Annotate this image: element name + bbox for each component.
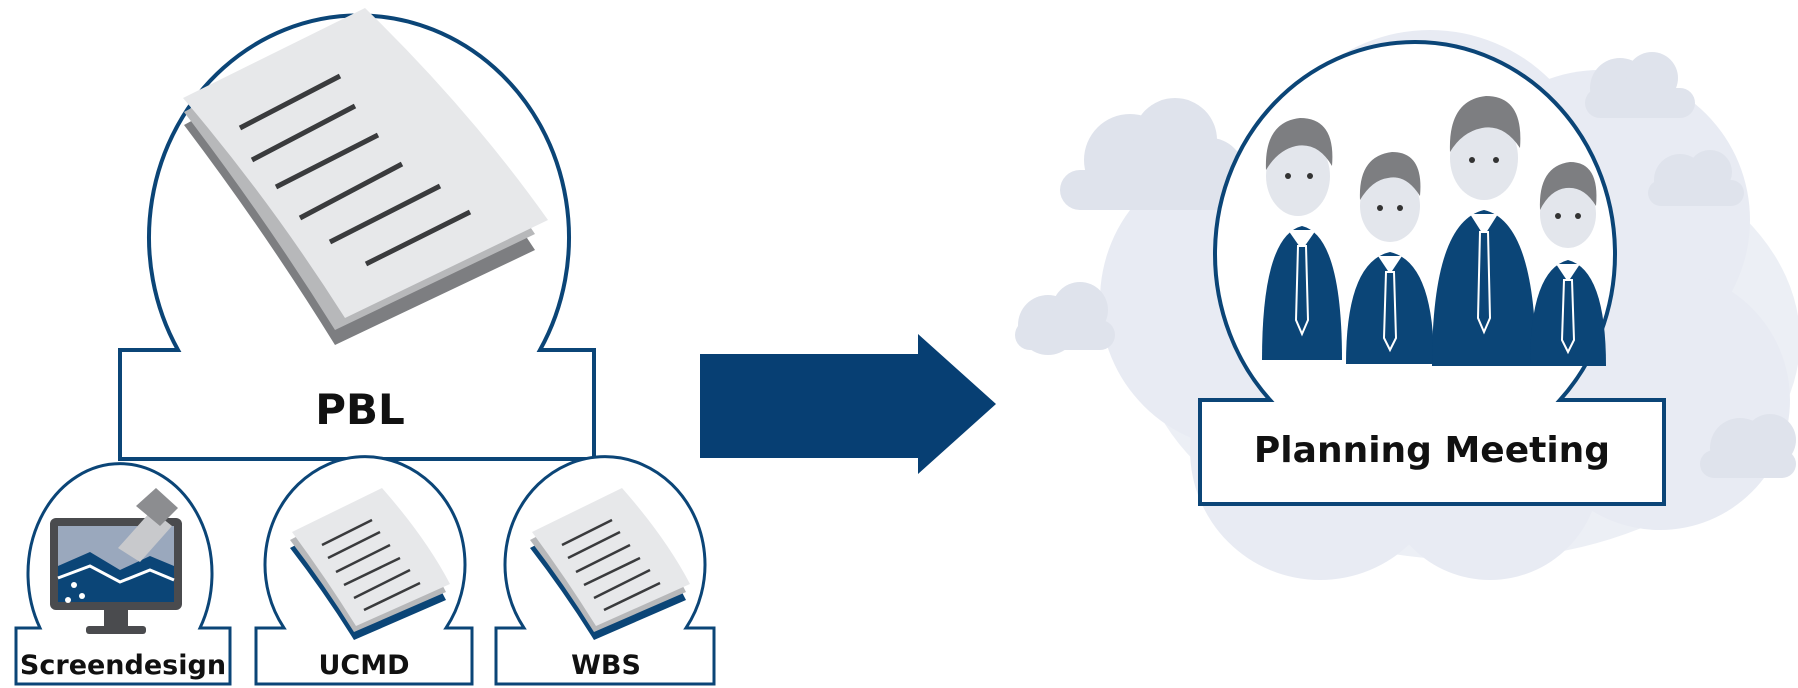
ucmd-label: UCMD [318, 650, 409, 681]
input-card-wbs: WBS [494, 455, 716, 686]
document-icon [290, 488, 450, 640]
pbl-card: PBL [118, 8, 596, 461]
planning-meeting-card: Planning Meeting [1198, 39, 1666, 506]
input-card-screendesign: Screendesign [14, 462, 232, 686]
people-group-icon [1262, 96, 1606, 366]
input-card-ucmd: UCMD [254, 455, 474, 686]
document-icon [183, 8, 548, 345]
planning-meeting-label: Planning Meeting [1254, 430, 1610, 471]
person-icon [1262, 118, 1342, 360]
monitor-paintbrush-icon [50, 488, 182, 634]
person-icon [1530, 162, 1606, 366]
screendesign-label: Screendesign [20, 650, 226, 681]
document-icon [530, 488, 690, 640]
person-icon [1346, 152, 1434, 364]
wbs-label: WBS [571, 650, 641, 681]
pbl-label: PBL [315, 385, 405, 434]
person-icon [1432, 96, 1536, 366]
right-arrow-icon [700, 334, 996, 474]
